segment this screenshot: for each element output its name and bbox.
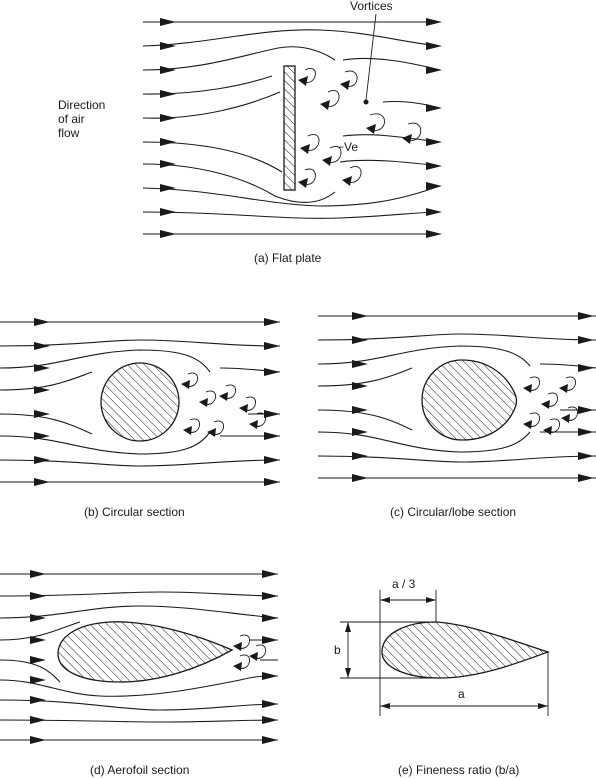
caption-fineness-ratio: (e) Fineness ratio (b/a) (398, 763, 519, 777)
panel-circular-section: (b) Circular section (0, 318, 281, 519)
panel-flat-plate: Vortices −Ve Direction of air flow (a) F… (58, 0, 442, 265)
circular-streamlines (0, 321, 281, 483)
flat-plate (283, 65, 296, 191)
caption-circular-section: (b) Circular section (84, 505, 185, 519)
lobe-section-vortices (523, 376, 578, 435)
panel-aerofoil-section: (d) Aerofoil section (0, 570, 279, 777)
flow-direction-line-3: flow (58, 126, 80, 140)
dimension-a-label: a (458, 687, 465, 701)
dimension-a3: a / 3 (380, 577, 436, 603)
circular-section-vortices (181, 372, 266, 437)
flow-direction-line-2: of air (58, 112, 85, 126)
flow-direction-line-1: Direction (58, 98, 105, 112)
panel-fineness-ratio: a / 3 b a (e) Fineness ratio (b/a) (334, 577, 551, 777)
fineness-extension-lines (340, 590, 549, 716)
vortices-leader (363, 13, 377, 105)
dimension-b-label: b (334, 643, 341, 657)
fineness-aerofoil-body (381, 621, 551, 679)
aerofoil-vortices (233, 634, 266, 671)
negative-ve-label: −Ve (337, 140, 358, 154)
caption-flat-plate: (a) Flat plate (254, 251, 322, 265)
circular-section-body (100, 362, 180, 442)
dimension-b: b (334, 622, 351, 678)
dimension-a: a (380, 687, 548, 709)
aerofoil-streamlines (0, 573, 279, 741)
caption-circular-lobe-section: (c) Circular/lobe section (390, 505, 516, 519)
dimension-a3-label: a / 3 (392, 577, 416, 591)
aerofoil-flow-arrowheads (30, 570, 278, 744)
circular-flow-arrowheads (34, 318, 280, 486)
vortices-label: Vortices (350, 0, 393, 13)
lobe-flow-arrowheads (352, 312, 594, 482)
aerofoil-body (57, 621, 234, 683)
caption-aerofoil-section: (d) Aerofoil section (90, 763, 189, 777)
flat-plate-flow-arrowheads (160, 18, 442, 238)
flat-plate-vortices (298, 67, 422, 188)
panel-circular-lobe-section: (c) Circular/lobe section (317, 312, 596, 519)
lobe-section-body (421, 359, 518, 441)
